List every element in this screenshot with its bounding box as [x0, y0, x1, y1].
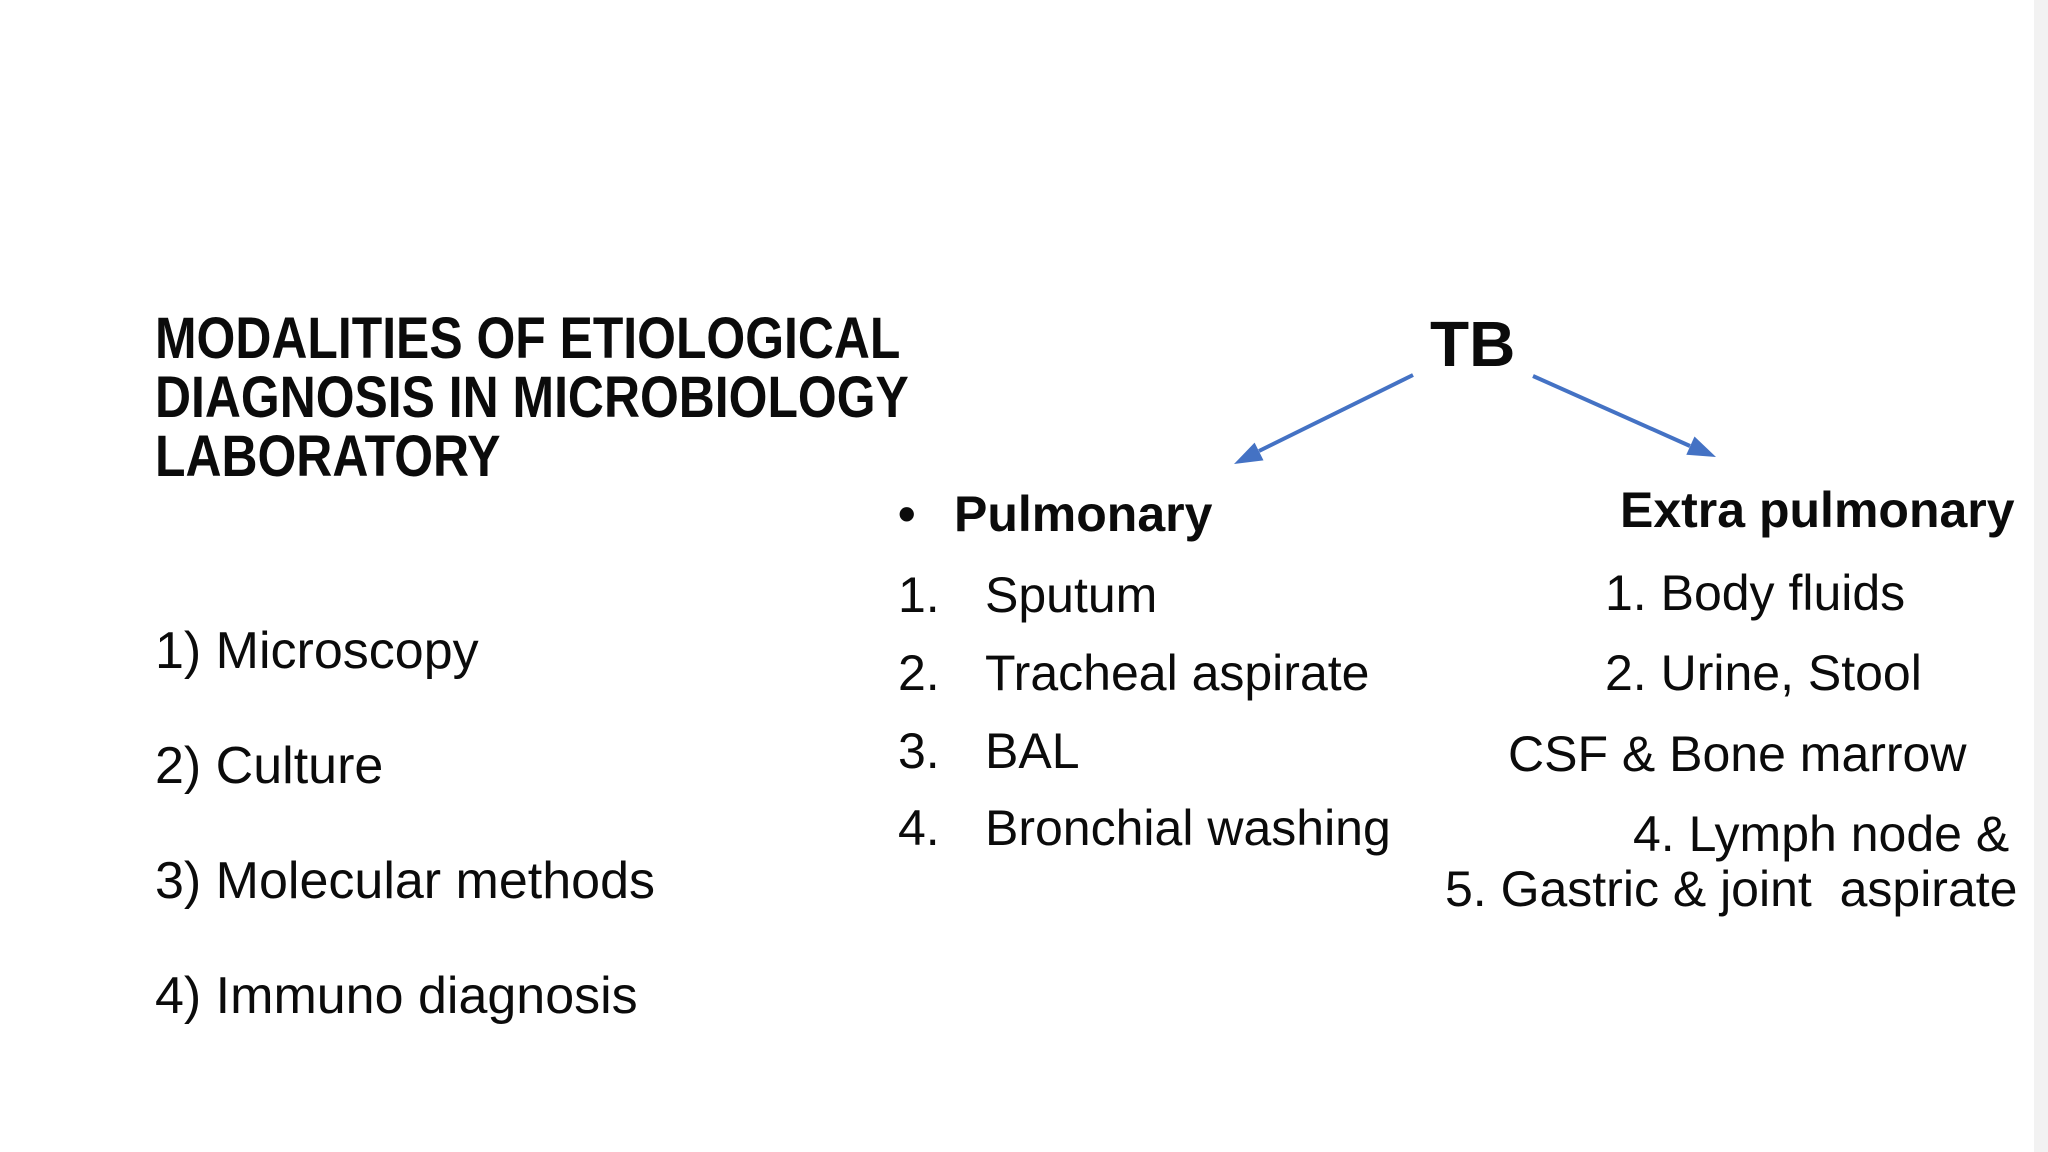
slide-title-line-3: LABORATORY: [155, 424, 501, 489]
method-item-microscopy: 1) Microscopy: [155, 622, 479, 680]
item-number: 2.: [898, 645, 940, 701]
pulmonary-item-tracheal-aspirate: 2. Tracheal aspirate: [898, 643, 1369, 703]
bullet-icon: •: [898, 486, 916, 542]
tb-root-label: TB: [1430, 308, 1516, 380]
extra-pulmonary-item-urine-stool: 2. Urine, Stool: [1605, 645, 1922, 701]
item-number: 4.: [898, 800, 940, 856]
slide-title: MODALITIES OF ETIOLOGICAL DIAGNOSIS IN M…: [155, 309, 909, 486]
slide-title-line-2: DIAGNOSIS IN MICROBIOLOGY: [155, 365, 909, 430]
slide-title-line-1: MODALITIES OF ETIOLOGICAL: [155, 306, 901, 371]
item-number: 3.: [898, 723, 940, 779]
extra-pulmonary-heading: Extra pulmonary: [1620, 482, 2015, 538]
extra-pulmonary-item-csf-bone-marrow: CSF & Bone marrow: [1508, 726, 1967, 782]
tb-branch-arrow-right-icon: [1532, 374, 1716, 457]
tb-branch-arrow-left-icon: [1234, 373, 1414, 464]
item-text: Bronchial washing: [985, 800, 1391, 856]
method-item-culture: 2) Culture: [155, 737, 384, 795]
method-item-molecular: 3) Molecular methods: [155, 852, 655, 910]
extra-pulmonary-item-lymph-node: 4. Lymph node &: [1633, 806, 2010, 862]
item-text: BAL: [985, 723, 1080, 779]
pulmonary-heading: • Pulmonary: [898, 484, 1212, 544]
pulmonary-item-bronchial-washing: 4. Bronchial washing: [898, 798, 1391, 858]
pulmonary-item-bal: 3. BAL: [898, 721, 1080, 781]
extra-pulmonary-item-body-fluids: 1. Body fluids: [1605, 565, 1906, 621]
item-text: Sputum: [985, 567, 1158, 623]
pulmonary-heading-label: Pulmonary: [954, 486, 1213, 542]
extra-pulmonary-item-gastric-joint-aspirate: 5. Gastric & joint aspirate: [1445, 861, 2018, 917]
pulmonary-item-sputum: 1. Sputum: [898, 565, 1157, 625]
item-number: 1.: [898, 567, 940, 623]
method-item-immuno: 4) Immuno diagnosis: [155, 967, 638, 1025]
item-text: Tracheal aspirate: [985, 645, 1370, 701]
right-edge-shade: [2034, 0, 2048, 1152]
